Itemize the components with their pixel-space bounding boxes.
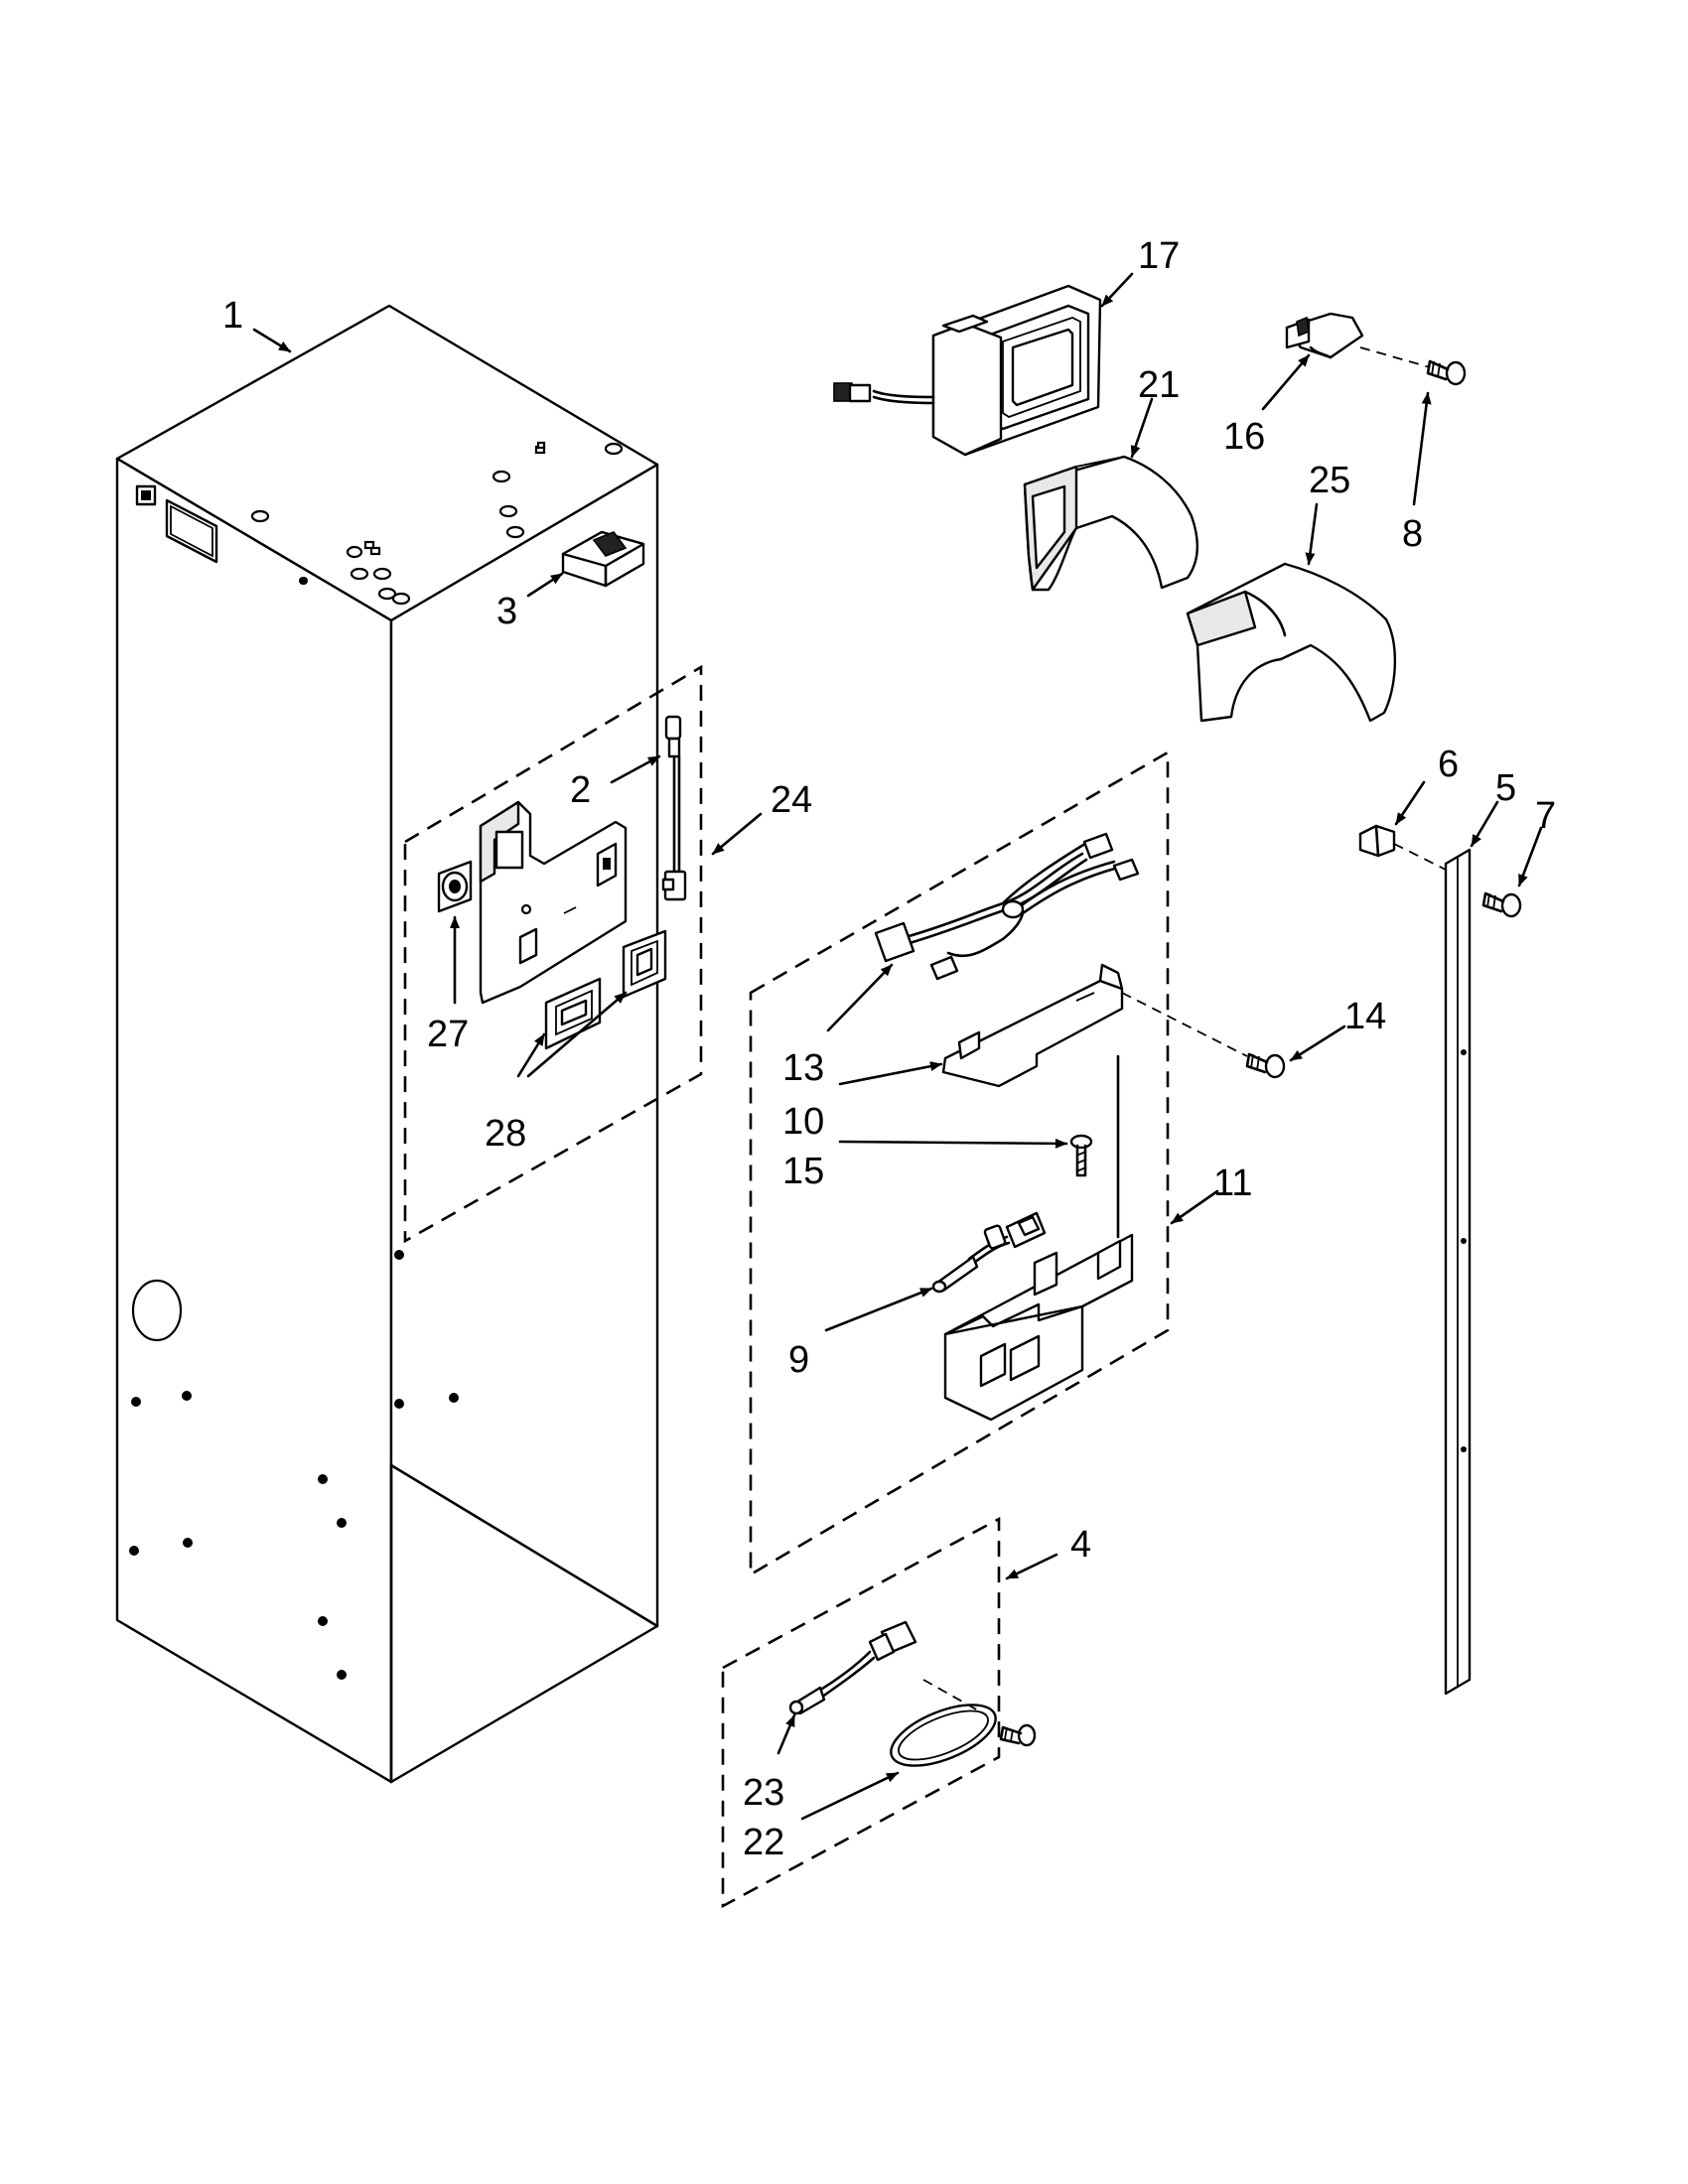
screw-part-7 (1481, 891, 1522, 918)
nut-part-6 (1358, 824, 1447, 871)
callout-25: 25 (1309, 460, 1350, 501)
callout-9: 9 (788, 1339, 809, 1381)
screw-part-4a (999, 1723, 1037, 1747)
harness-part-2 (661, 715, 687, 901)
sensor-part-22 (890, 1679, 997, 1767)
callout-24: 24 (771, 779, 812, 821)
callout-1: 1 (222, 295, 243, 337)
callout-5: 5 (1495, 767, 1516, 809)
top-box-part-3 (561, 530, 645, 588)
thermistor-part-9 (931, 1211, 1047, 1294)
screw-part-14 (1121, 992, 1286, 1079)
screw-part-8 (1426, 359, 1467, 386)
callout-2: 2 (570, 769, 591, 811)
callout-22: 22 (743, 1822, 784, 1863)
callout-17: 17 (1138, 235, 1180, 277)
group-4-outline (721, 1516, 1001, 1909)
screw-part-15 (1069, 1134, 1093, 1177)
callout-10: 10 (782, 1101, 824, 1143)
housing-part-11 (943, 1054, 1134, 1422)
wire-harness-part-13 (874, 832, 1140, 981)
duct-part-25 (1186, 562, 1397, 723)
group-24-outline (403, 664, 703, 1244)
callout-labels: 1 3 2 24 27 28 17 21 16 8 25 6 5 7 14 13… (222, 235, 1556, 1863)
light-housing-part-17 (833, 284, 1102, 457)
group-11-outline (749, 750, 1170, 1577)
clip-part-16 (1285, 312, 1431, 368)
callout-6: 6 (1438, 744, 1459, 785)
leader-lines (252, 272, 1543, 1821)
callout-14: 14 (1344, 996, 1386, 1037)
callout-27: 27 (427, 1014, 469, 1055)
callout-8: 8 (1402, 513, 1423, 555)
callout-3: 3 (496, 591, 517, 632)
cover-part-10 (941, 963, 1124, 1088)
thermistor-part-23 (788, 1620, 917, 1715)
callout-16: 16 (1223, 416, 1265, 458)
callout-23: 23 (743, 1772, 784, 1814)
rail-part-5 (1444, 848, 1472, 1696)
grommet-part-27 (437, 860, 473, 913)
callout-7: 7 (1535, 795, 1556, 837)
trim-part-28a (544, 977, 602, 1050)
callout-28: 28 (485, 1113, 526, 1155)
duct-part-21 (1023, 455, 1198, 592)
callout-13: 13 (782, 1047, 824, 1089)
callout-15: 15 (782, 1151, 824, 1192)
callout-4: 4 (1070, 1524, 1091, 1566)
callout-21: 21 (1138, 364, 1180, 406)
control-bracket-part (479, 800, 628, 1005)
callout-11: 11 (1213, 1162, 1252, 1204)
cabinet-shell (115, 304, 659, 1784)
trim-part-28b (622, 929, 667, 999)
